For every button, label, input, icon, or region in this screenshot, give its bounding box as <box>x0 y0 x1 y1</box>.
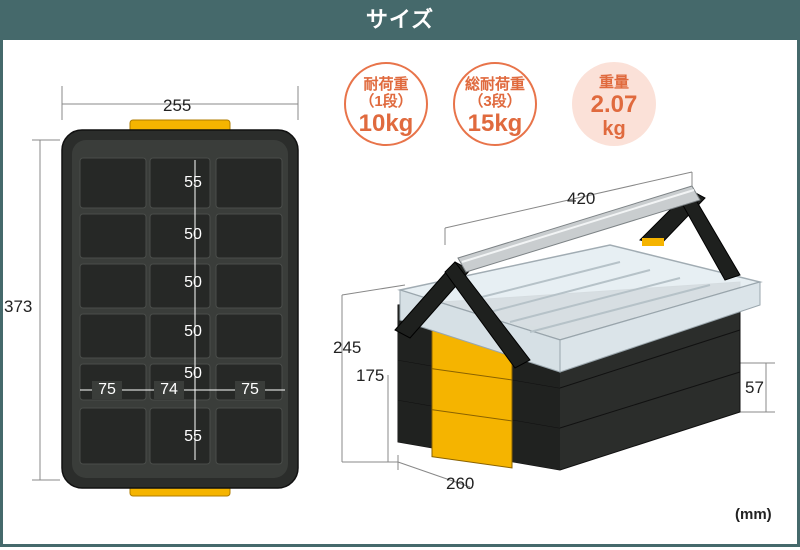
content-frame <box>0 40 800 547</box>
compartment-cell <box>215 263 283 309</box>
compartment-cell <box>215 157 283 209</box>
badge-sublabel: （1段） <box>359 93 413 110</box>
compartment-cell <box>79 213 147 259</box>
unit-label: (mm) <box>735 506 772 523</box>
side-view-tier-height-label: 57 <box>745 378 764 397</box>
compartment-cell <box>79 313 147 359</box>
weight-badge: 重量 2.07 kg <box>572 62 656 146</box>
page-title: サイズ <box>365 7 435 32</box>
compartment-cell <box>79 157 147 209</box>
badge-value: 10kg <box>358 110 414 137</box>
col-width-label: 74 <box>154 381 184 399</box>
side-view-dimension-lines <box>341 171 775 488</box>
compartment-cell <box>215 213 283 259</box>
load-capacity-total-badge: 総耐荷重 （3段） 15kg <box>453 62 537 146</box>
row-height-label: 50 <box>184 365 202 382</box>
badge-unit: kg <box>602 118 626 140</box>
compartment-cell <box>79 263 147 309</box>
col-width-label: 75 <box>92 381 122 399</box>
col-width-label: 75 <box>235 381 265 399</box>
badge-value: 15kg <box>467 110 523 137</box>
top-view-dimension-lines <box>32 86 299 481</box>
side-view-width-label: 260 <box>446 474 475 493</box>
compartment-cell <box>79 407 147 465</box>
badge-label: 総耐荷重 <box>464 76 525 93</box>
compartment-cell <box>215 313 283 359</box>
badge-label: 耐荷重 <box>363 76 409 93</box>
top-view-height-label: 373 <box>4 297 33 316</box>
row-height-label: 50 <box>184 226 202 243</box>
row-height-label: 55 <box>184 428 202 445</box>
row-height-label: 55 <box>184 174 202 191</box>
side-view-length-label: 420 <box>567 189 596 208</box>
badge-label: 重量 <box>598 74 629 91</box>
row-height-label: 50 <box>184 323 202 340</box>
side-view-total-height-label: 245 <box>333 338 362 357</box>
row-height-label: 50 <box>184 274 202 291</box>
top-view-width-label: 255 <box>163 96 192 115</box>
side-view-stack-height-label: 175 <box>356 366 385 385</box>
badge-value: 2.07 <box>590 91 638 118</box>
load-capacity-single-badge: 耐荷重 （1段） 10kg <box>344 62 428 146</box>
compartment-cell <box>215 407 283 465</box>
header-bar: サイズ <box>0 0 800 40</box>
carry-handle <box>394 185 741 369</box>
badge-sublabel: （3段） <box>468 93 522 110</box>
